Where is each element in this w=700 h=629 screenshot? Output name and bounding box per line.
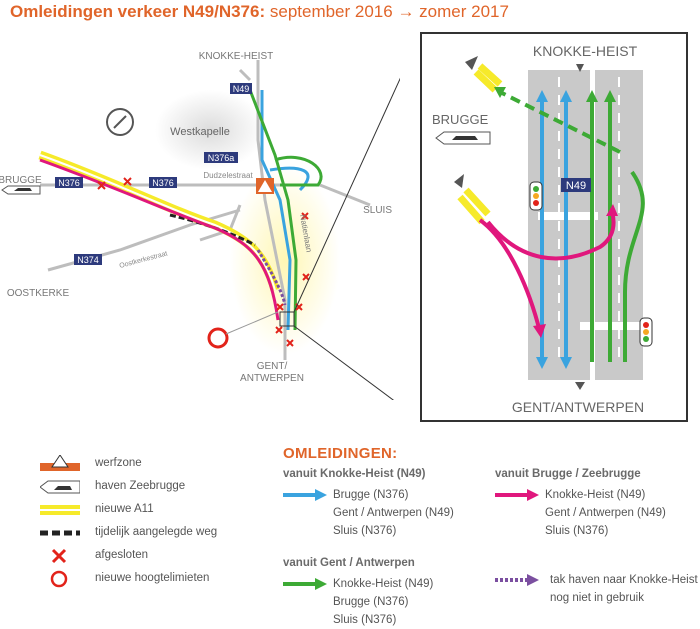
legend-werfzone-label: werfzone xyxy=(95,457,142,469)
inset-ship-icon xyxy=(435,131,491,145)
place-sluis: SLUIS xyxy=(363,205,392,216)
inset-bottom-label: GENT/ANTWERPEN xyxy=(512,399,644,415)
legend-werfzone: werfzone xyxy=(40,455,280,473)
legend-haven-label: haven Zeebrugge xyxy=(95,480,186,492)
a11-icon xyxy=(40,505,80,515)
group-knokke-title: vanuit Knokke-Heist (N49) xyxy=(283,468,426,480)
knokke-item: Brugge (N376) xyxy=(333,489,409,501)
blue-arrow-icon xyxy=(283,489,327,501)
werfzone-glow xyxy=(230,165,340,355)
group-brugge: vanuit Brugge / Zeebrugge Knokke-Heist (… xyxy=(495,468,666,540)
n376a-badge xyxy=(204,152,238,163)
inset-magenta-route xyxy=(478,218,542,333)
omleidingen-header: OMLEIDINGEN: xyxy=(283,445,398,462)
legend-tijdelijk: tijdelijk aangelegde weg xyxy=(40,524,280,542)
westkapelle-area xyxy=(155,90,265,170)
group-gent-title: vanuit Gent / Antwerpen xyxy=(283,557,415,569)
inset-green-route xyxy=(590,100,612,362)
title-sub: september 2016 → zomer 2017 xyxy=(269,2,509,21)
n376-left-label: N376 xyxy=(58,178,80,188)
group-brugge-title: vanuit Brugge / Zeebrugge xyxy=(495,468,641,480)
magenta-arrow-icon xyxy=(495,489,539,501)
n376a-label: N376a xyxy=(208,153,235,163)
group-knokke: vanuit Knokke-Heist (N49) Brugge (N376) … xyxy=(283,468,454,540)
werfzone-sign-icon xyxy=(256,178,274,194)
place-westkapelle: Westkapelle xyxy=(170,126,230,138)
gent-item: Sluis (N376) xyxy=(333,614,397,626)
street-dudzele: Dudzelestraat xyxy=(203,171,253,180)
werfzone-icon xyxy=(40,455,80,471)
compass-icon xyxy=(106,108,134,136)
legend-haven: haven Zeebrugge xyxy=(40,478,280,496)
inset-left-label: BRUGGE xyxy=(432,112,489,127)
street-oostkerke: Oostkerkestraat xyxy=(119,250,169,270)
place-oostkerke: OOSTKERKE xyxy=(7,288,70,299)
n374-badge xyxy=(74,254,102,265)
brugge-item: Gent / Antwerpen (N49) xyxy=(545,507,666,519)
haventak-item: nog niet in gebruik xyxy=(550,592,644,604)
legend-a11: nieuwe A11 xyxy=(40,501,280,519)
legend-hoogte-label: nieuwe hoogtelimieten xyxy=(95,572,210,584)
ship-icon xyxy=(40,480,80,494)
traffic-light-icon xyxy=(529,181,543,211)
inset-n49-badge xyxy=(561,178,591,192)
inset-map: N49 KNOKKE-HEIST GENT/ANTWERPEN BRUGGE xyxy=(420,32,688,422)
purple-dashed-arrow-icon xyxy=(495,574,539,586)
place-knokke: KNOKKE-HEIST xyxy=(199,51,273,62)
height-limit-legend-icon xyxy=(50,570,68,588)
inset-marker xyxy=(279,311,295,327)
inset-blue-route xyxy=(540,94,568,362)
brugge-item: Sluis (N376) xyxy=(545,525,609,537)
closed-markers xyxy=(97,177,310,347)
purple-route xyxy=(256,249,287,306)
legend-afgesloten-label: afgesloten xyxy=(95,549,149,561)
n49-label: N49 xyxy=(233,84,250,94)
inset-top-label: KNOKKE-HEIST xyxy=(533,43,638,59)
haventak-item: tak haven naar Knokke-Heist xyxy=(550,574,698,586)
height-limit-icon xyxy=(207,311,279,349)
green-arrow-icon xyxy=(283,578,327,590)
place-gent: GENT/ xyxy=(257,361,288,372)
legend-hoogte: nieuwe hoogtelimieten xyxy=(40,570,280,588)
group-haventak: tak haven naar Knokke-Heist nog niet in … xyxy=(495,571,698,607)
n376-left-badge xyxy=(55,177,83,188)
traffic-light-icon-2 xyxy=(639,317,653,347)
page-title: Omleidingen verkeer N49/N376: september … xyxy=(10,2,509,22)
blue-route xyxy=(260,90,292,331)
title-bold: Omleidingen verkeer N49/N376: xyxy=(10,2,266,21)
overview-map: N49 N376a N376 N376 N374 KNOKKE-HEIST We… xyxy=(0,51,400,400)
brugge-item: Knokke-Heist (N49) xyxy=(545,489,646,501)
legend-afgesloten: afgesloten xyxy=(40,547,280,565)
ship-icon-map xyxy=(1,185,41,195)
inset-n49-label: N49 xyxy=(566,180,586,192)
green-route xyxy=(248,89,298,331)
n49-badge xyxy=(230,83,252,94)
place-brugge: BRUGGE xyxy=(0,175,42,186)
place-antwerpen: ANTWERPEN xyxy=(240,373,304,384)
knokke-item: Gent / Antwerpen (N49) xyxy=(333,507,454,519)
knokke-item: Sluis (N376) xyxy=(333,525,397,537)
green-loop xyxy=(274,155,323,187)
n376-mid-badge xyxy=(149,177,177,188)
legend-tijdelijk-label: tijdelijk aangelegde weg xyxy=(95,526,218,538)
magenta-route xyxy=(39,158,280,321)
gent-item: Brugge (N376) xyxy=(333,596,409,608)
legend-a11-label: nieuwe A11 xyxy=(95,503,154,515)
n376-mid-label: N376 xyxy=(152,178,174,188)
n374-label: N374 xyxy=(77,255,99,265)
group-gent: vanuit Gent / Antwerpen Knokke-Heist (N4… xyxy=(283,557,433,629)
temporary-road-icon xyxy=(40,530,80,536)
gent-item: Knokke-Heist (N49) xyxy=(333,578,434,590)
closed-icon xyxy=(51,548,67,564)
